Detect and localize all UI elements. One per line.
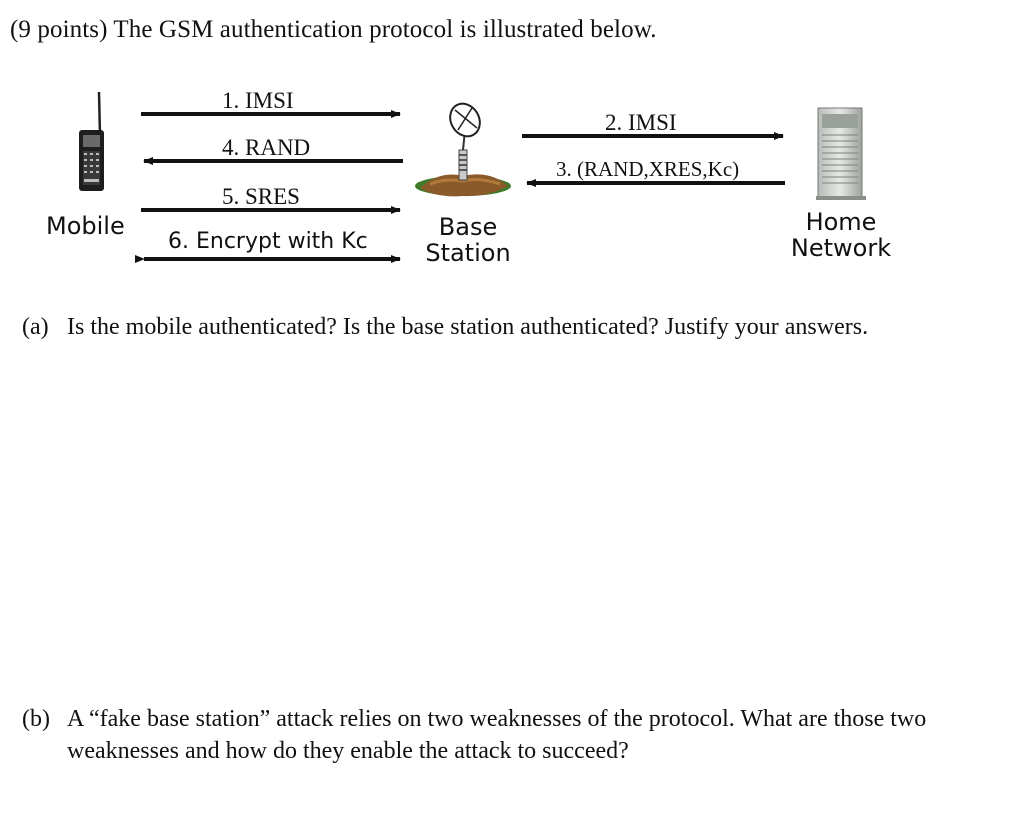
part-a-label: (a)	[22, 314, 49, 340]
part-a-text: Is the mobile authenticated? Is the base…	[67, 314, 869, 340]
msg-3-label: 3. (RAND,XRES,Kc)	[556, 157, 740, 181]
msg-6-label: 6. Encrypt with Kc	[168, 229, 368, 254]
home-network-label: Home Network	[784, 209, 898, 261]
server-tower-icon	[816, 107, 866, 200]
part-b: (b) A “fake base station” attack relies …	[22, 703, 952, 767]
part-b-label: (b)	[22, 706, 50, 732]
home-network-label-line1: Home	[805, 208, 877, 236]
msg-6-text: 6. Encrypt with Kc	[168, 229, 368, 254]
base-station-label-line1: Base	[438, 213, 498, 241]
msg-5-label: 5. SRES	[222, 184, 300, 209]
msg-1-label: 1. IMSI	[222, 88, 294, 113]
part-a: (a) Is the mobile authenticated? Is the …	[22, 311, 952, 343]
diagram-graphics	[79, 91, 866, 263]
base-station-antenna-icon	[415, 102, 511, 197]
base-station-label-line2: Station	[425, 239, 511, 267]
base-station-label: Base Station	[420, 214, 516, 266]
part-b-text: A “fake base station” attack relies on t…	[67, 706, 927, 764]
question-title: (9 points) The GSM authentication protoc…	[10, 16, 657, 43]
msg-4-label: 4. RAND	[222, 135, 311, 160]
mobile-label: Mobile	[46, 212, 125, 240]
home-network-label-line2: Network	[790, 234, 892, 262]
msg-2-label: 2. IMSI	[605, 110, 677, 135]
mobile-phone-icon	[79, 91, 104, 191]
